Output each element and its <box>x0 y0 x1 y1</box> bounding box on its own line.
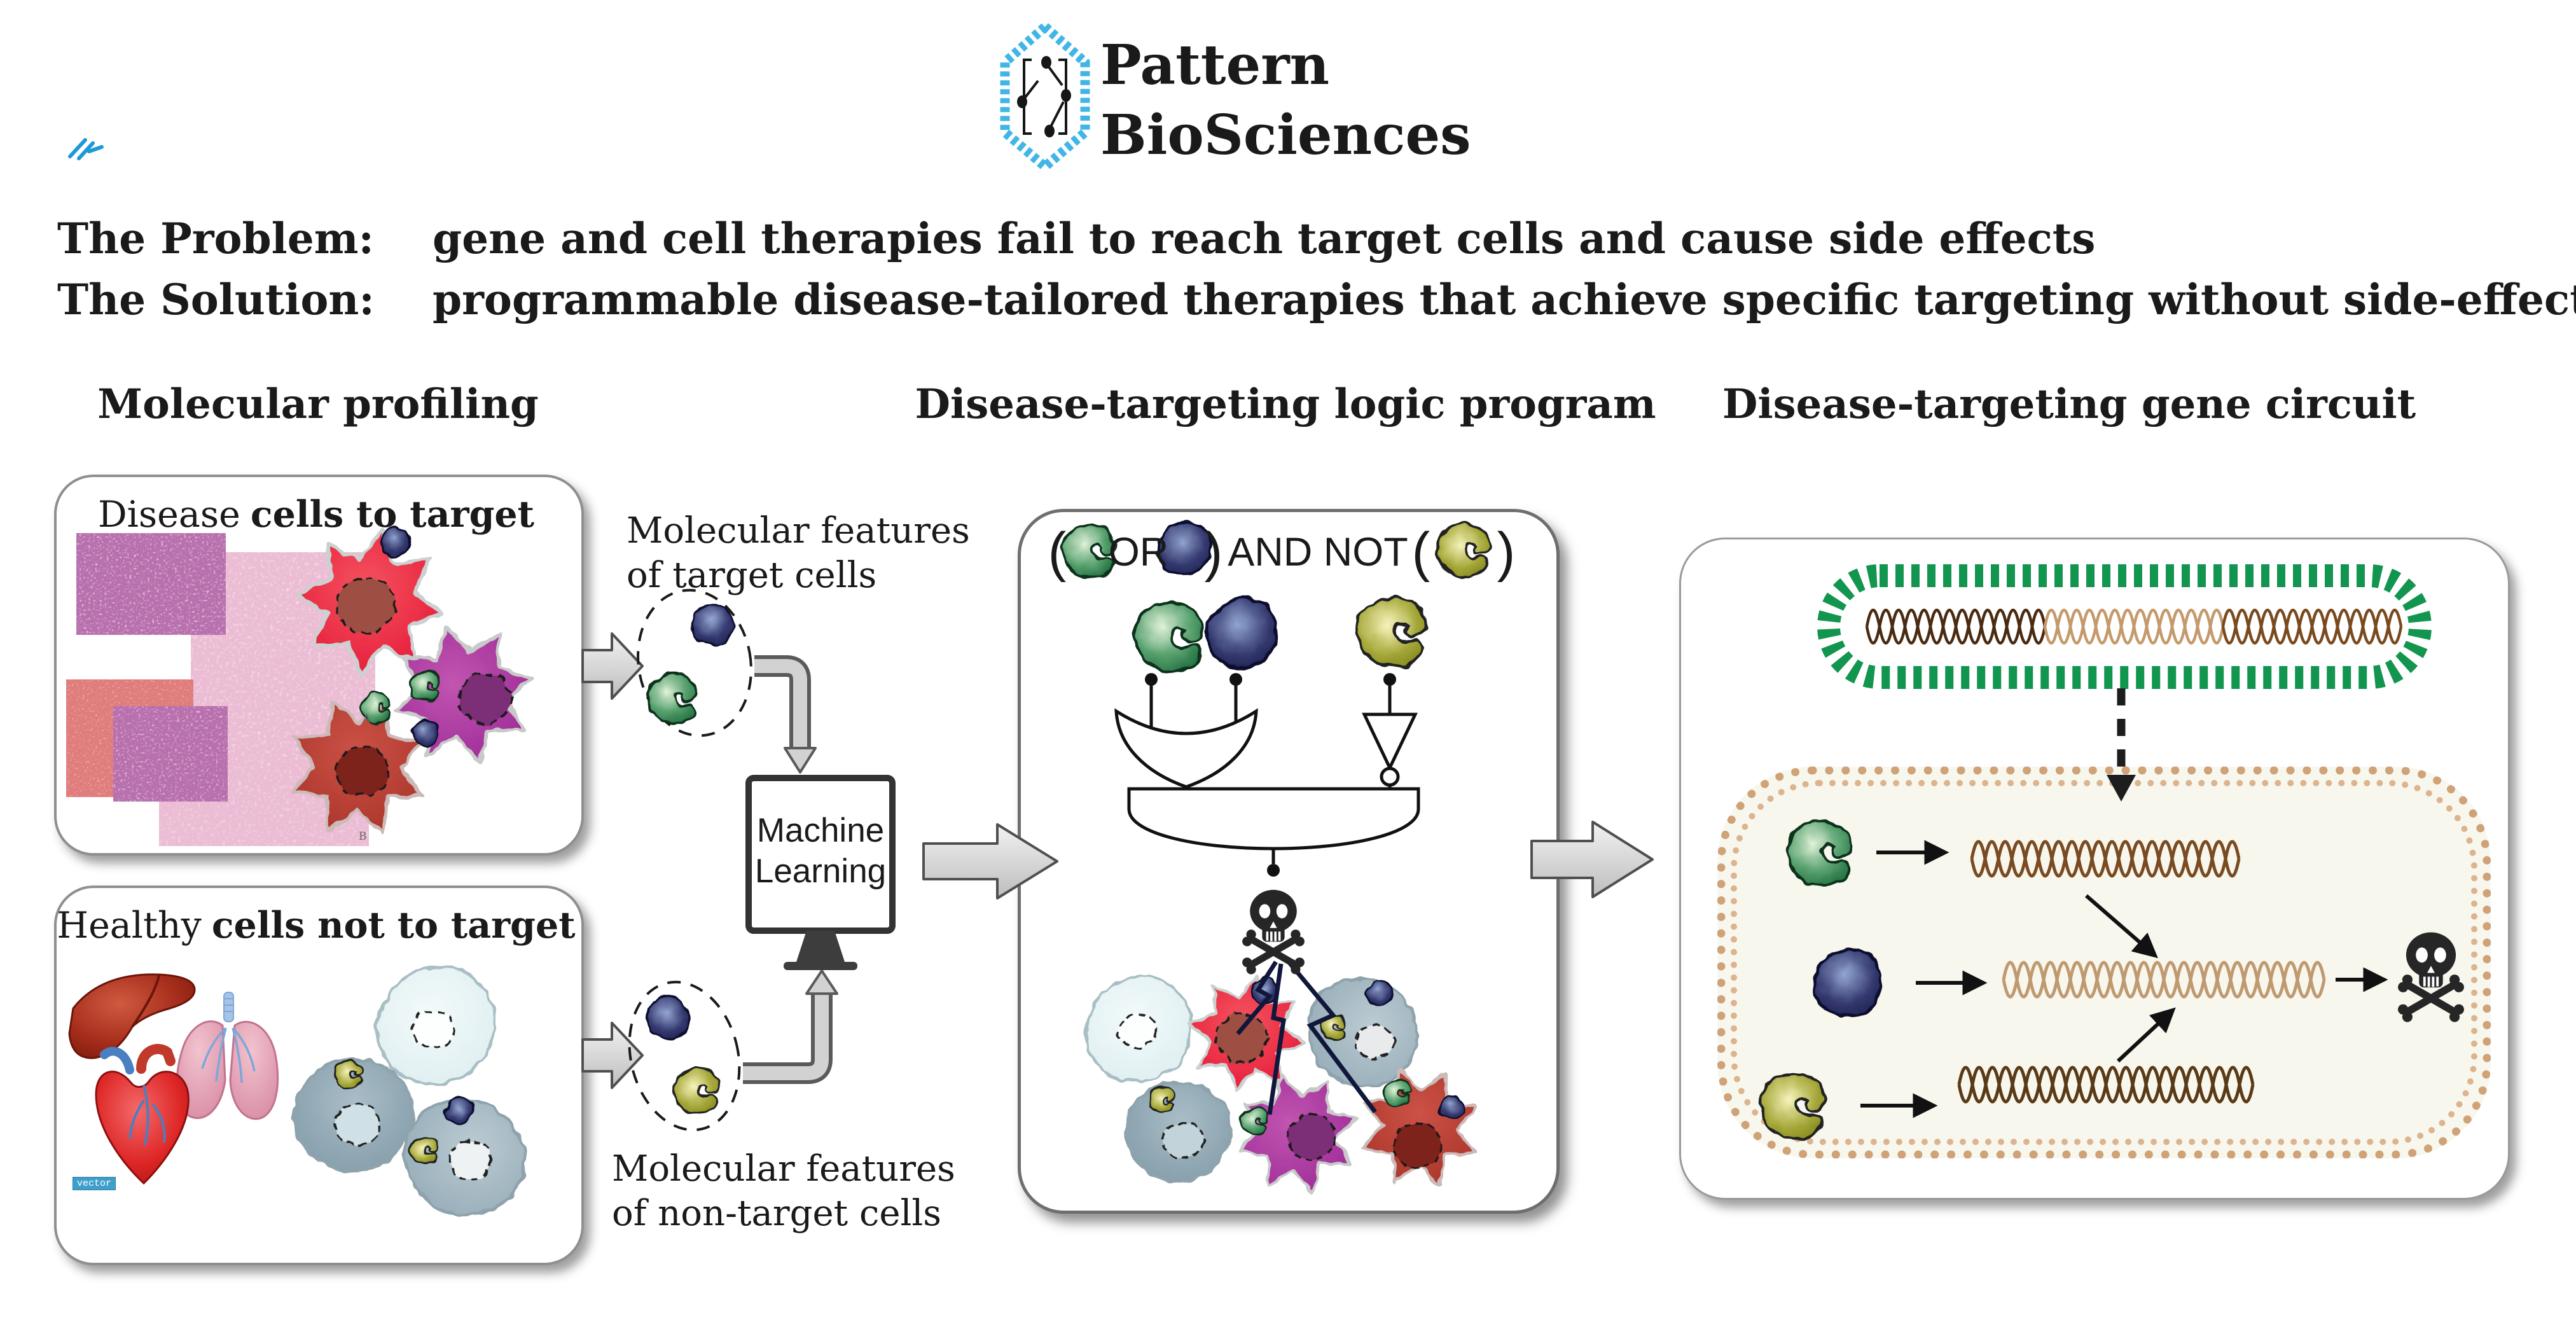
vector-watermark: vector <box>73 1177 116 1190</box>
diseased-cell-darkred-2 <box>1340 1047 1500 1207</box>
diseased-cells-group <box>265 520 548 859</box>
not-gate <box>1362 712 1418 772</box>
logic-program-panel <box>1018 509 1560 1214</box>
healthy-cell-grey-olive <box>276 1036 432 1192</box>
and-gate <box>1127 787 1420 851</box>
lungs-icon <box>176 992 279 1120</box>
elbow-arrow-nontarget-to-ml <box>743 969 838 1084</box>
formula-close-paren-1: ) <box>1204 522 1223 583</box>
diseased-cell-red <box>288 520 454 686</box>
target-features-line2: of target cells <box>627 555 877 596</box>
machine-learning-line1: Machine <box>756 812 885 849</box>
lightning-bolts <box>1236 960 1377 1115</box>
diseased-cell-purple-2 <box>1224 1060 1372 1208</box>
disease-panel-title-prefix: Disease <box>97 494 240 536</box>
nontarget-features-ellipse <box>628 980 741 1132</box>
diseased-cell-red-2 <box>1179 966 1314 1101</box>
formula-and-not: AND NOT <box>1228 530 1408 574</box>
nontarget-features-line1: Molecular features <box>612 1148 955 1190</box>
logic-gate-circuit <box>1114 673 1420 877</box>
healthy-cell-grey-navy-2 <box>1301 969 1425 1094</box>
healthy-cell-grey-olive-2 <box>1107 1060 1250 1202</box>
block-arrow-logic-to-circuit <box>1530 821 1654 898</box>
dashed-delivery-arrow <box>2107 688 2136 802</box>
column-header-profiling: Molecular profiling <box>97 380 539 428</box>
diseased-cell-purple <box>378 610 548 780</box>
chevron-decoration-icon <box>68 138 104 160</box>
viral-capsid-capsule <box>1817 564 2432 689</box>
skull-crossbones-icon-2 <box>2396 933 2466 1024</box>
liver-icon <box>68 973 196 1059</box>
organs-group <box>68 973 279 1185</box>
block-arrow-ml-to-logic <box>922 823 1058 900</box>
gene-circuit-proteins <box>1761 821 1881 1138</box>
diseased-cell-darkred <box>265 674 450 859</box>
block-arrow-healthy-to-features <box>581 1022 644 1089</box>
healthy-cell-grey-navy <box>390 1081 540 1232</box>
formula-close-paren-2: ) <box>1497 522 1516 583</box>
logic-input-proteins <box>1134 597 1425 671</box>
formula-or: OR <box>1108 530 1169 574</box>
disease-panel-title-rest: cells to target <box>250 493 535 536</box>
histology-label-b: B <box>359 830 367 843</box>
gene-circuit-arrows <box>1860 840 2388 1118</box>
problem-text: gene and cell therapies fail to reach ta… <box>433 214 2096 263</box>
healthy-panel-title-prefix: Healthy <box>57 905 202 947</box>
block-arrow-disease-to-features <box>581 632 644 700</box>
or-gate <box>1114 708 1258 789</box>
healthy-cell-lightblue-2 <box>1086 976 1191 1081</box>
nontarget-features-label: Molecular features of non-target cells <box>612 1147 955 1236</box>
healthy-cell-lightblue <box>378 966 495 1083</box>
solution-label: The Solution: <box>57 275 375 324</box>
target-features-ellipse <box>637 588 752 737</box>
hexagon-dna-logo <box>1000 20 1090 173</box>
problem-label: The Problem: <box>57 214 374 263</box>
logic-cells-group <box>1086 966 1500 1207</box>
formula-open-paren-1: ( <box>1048 522 1067 583</box>
histology-label-a: A <box>363 712 371 725</box>
column-header-circuit: Disease-targeting gene circuit <box>1722 380 2416 428</box>
dna-helix-payload <box>1865 609 2403 644</box>
healthy-cells-group <box>276 966 540 1232</box>
target-features-line1: Molecular features <box>627 510 970 552</box>
elbow-arrow-target-to-ml <box>754 655 817 774</box>
logo-wordmark-line2: BioSciences <box>1100 103 1471 167</box>
solution-text: programmable disease-tailored therapies … <box>433 275 2576 324</box>
healthy-panel-title-rest: cells not to target <box>211 904 576 947</box>
column-header-logic: Disease-targeting logic program <box>915 380 1656 428</box>
machine-learning-label: Machine Learning <box>749 810 892 892</box>
gene-circuit-dna <box>1957 840 2326 1104</box>
logo-wordmark-line1: Pattern <box>1100 33 1330 97</box>
target-features-label: Molecular features of target cells <box>627 509 970 598</box>
heart-icon <box>95 1044 190 1185</box>
formula-open-paren-2: ( <box>1411 522 1430 583</box>
machine-learning-monitor <box>745 775 896 970</box>
nontarget-features-line2: of non-target cells <box>612 1193 942 1234</box>
machine-learning-line2: Learning <box>754 852 887 890</box>
